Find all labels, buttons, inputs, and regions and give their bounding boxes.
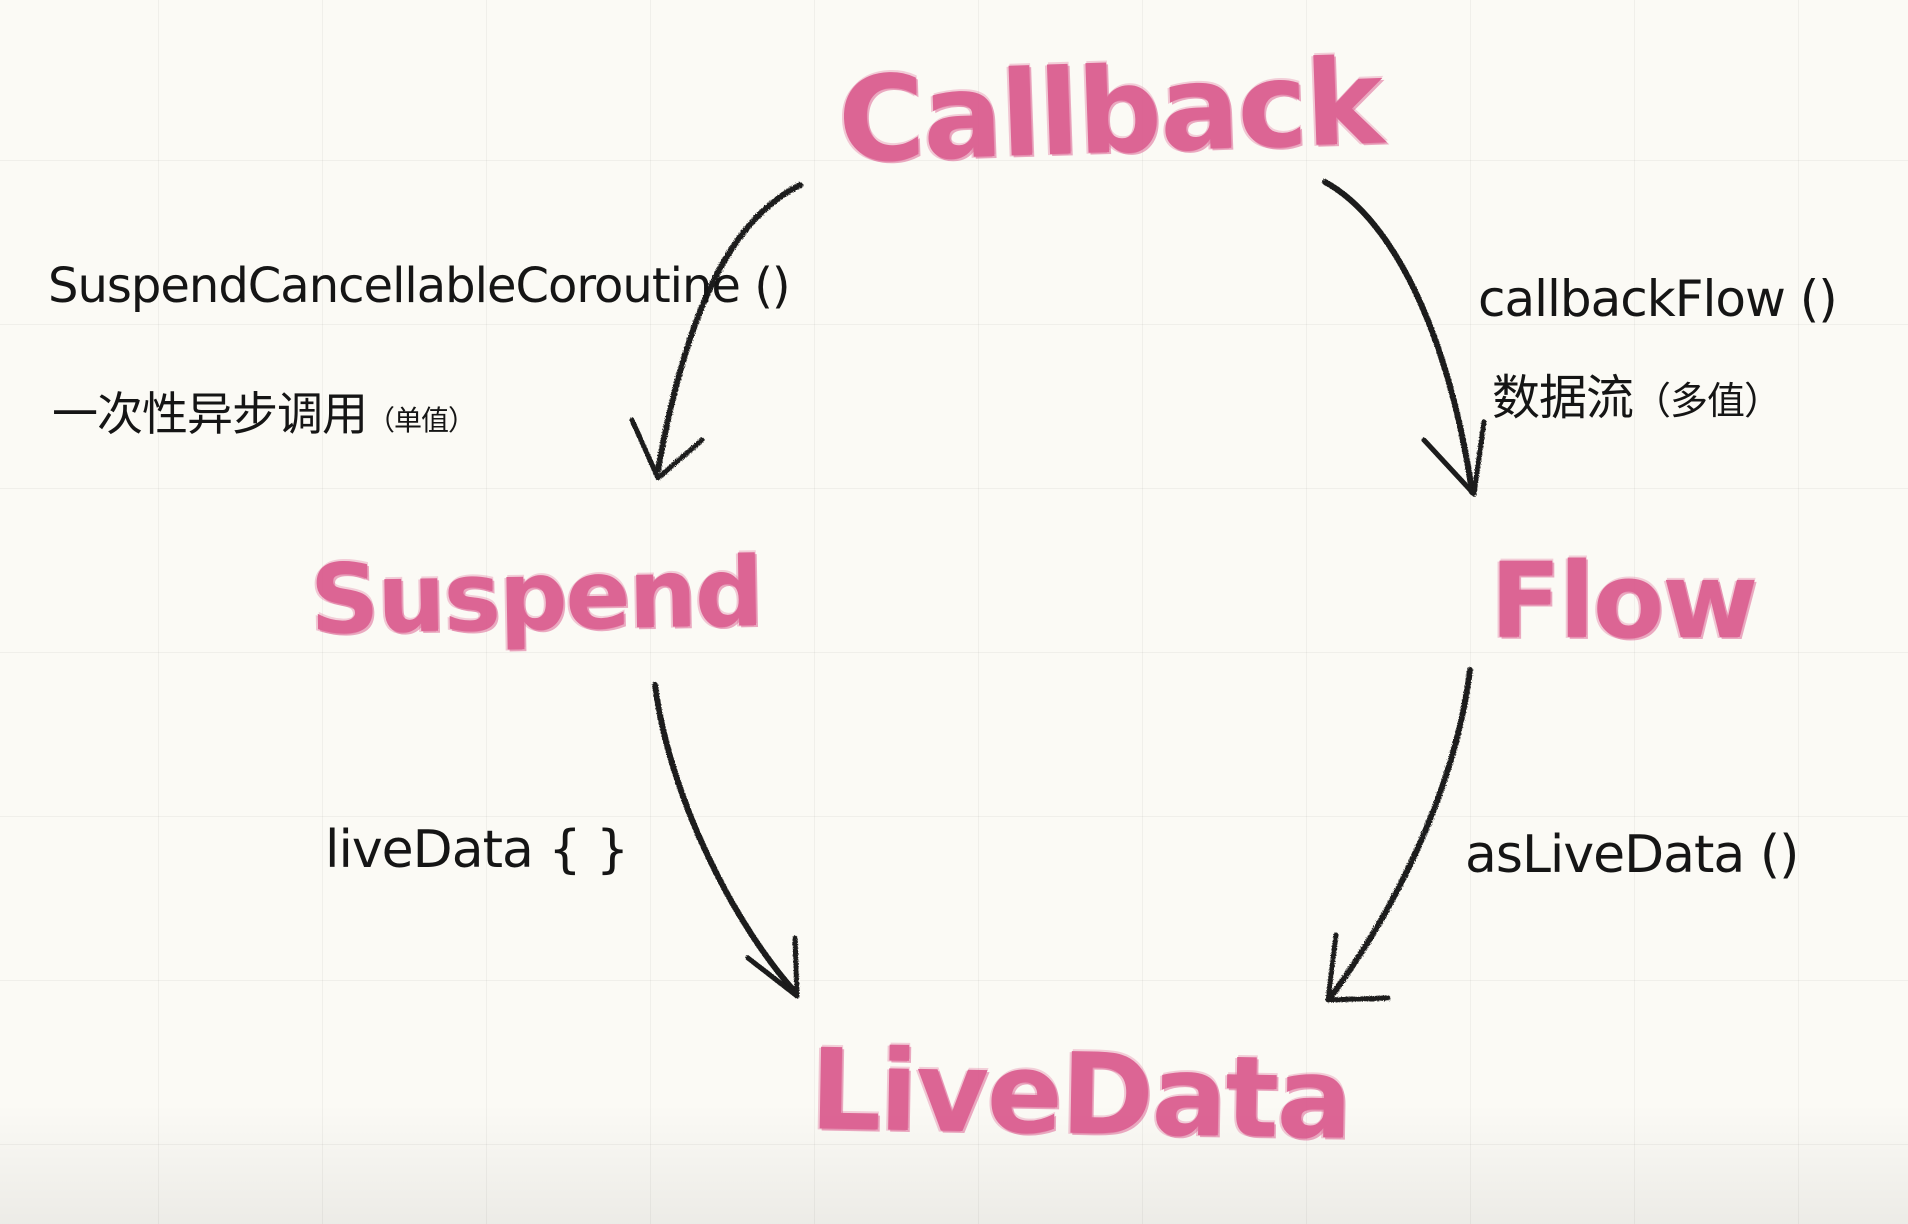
label-data-stream: 数据流（多值）	[1492, 358, 1782, 428]
label-callback-flow: callbackFlow ()	[1478, 270, 1838, 328]
label-livedata-builder: liveData { }	[325, 820, 629, 880]
arrow-callback-to-suspend	[629, 182, 803, 481]
arrow-flow-to-livedata	[1325, 667, 1473, 1003]
label-suspend-cancellable-coroutine: SuspendCancellableCoroutine ()	[48, 258, 791, 314]
bottom-shadow	[0, 1104, 1908, 1224]
node-flow: Flow	[1490, 540, 1758, 662]
arrow-suspend-to-livedata	[652, 682, 800, 999]
node-suspend: Suspend	[309, 536, 763, 656]
label-one-shot-async-text: 一次性异步调用	[52, 387, 368, 441]
arrow-callback-to-flow	[1322, 179, 1487, 497]
node-livedata: LiveData	[808, 1025, 1352, 1165]
label-multi-value: （多值）	[1633, 379, 1782, 423]
node-callback: Callback	[835, 32, 1384, 190]
label-data-stream-text: 数据流	[1492, 370, 1634, 426]
label-single-value: （单值）	[367, 404, 476, 437]
label-as-livedata: asLiveData ()	[1465, 825, 1799, 885]
label-one-shot-async: 一次性异步调用（单值）	[52, 378, 476, 444]
